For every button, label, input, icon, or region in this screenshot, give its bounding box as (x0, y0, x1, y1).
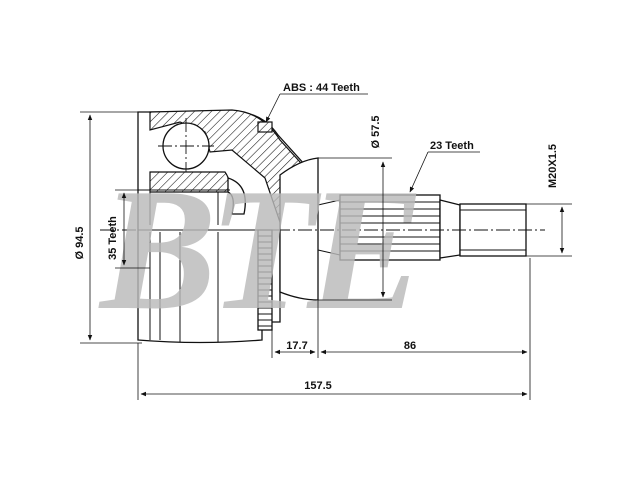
dim-diameter-57-5: Ø 57.5 (318, 115, 392, 301)
callout-23-teeth: 23 Teeth (409, 140, 480, 193)
label-diameter-94-5: Ø 94.5 (74, 226, 86, 259)
label-35-teeth: 35 Teeth (107, 216, 119, 260)
outer-housing (137, 109, 306, 344)
label-86: 86 (404, 340, 416, 352)
dim-157-5: 157.5 (137, 343, 528, 400)
label-157-5: 157.5 (304, 380, 332, 392)
label-23-teeth: 23 Teeth (430, 140, 474, 152)
dim-thread: M20X1.5 (526, 144, 572, 257)
watermark: BTE (98, 152, 417, 346)
dim-diameter-94-5: Ø 94.5 (74, 111, 142, 344)
dim-35-teeth: 35 Teeth (107, 189, 150, 269)
label-abs-teeth: ABS : 44 Teeth (283, 82, 360, 94)
callout-abs-teeth: ABS : 44 Teeth (265, 82, 368, 123)
dim-86: 86 (320, 258, 531, 400)
label-thread: M20X1.5 (547, 144, 559, 188)
stub-shaft (279, 157, 527, 301)
dim-17-7: 17.7 (271, 300, 319, 358)
label-17-7: 17.7 (286, 340, 307, 352)
label-diameter-57-5: Ø 57.5 (370, 115, 382, 148)
